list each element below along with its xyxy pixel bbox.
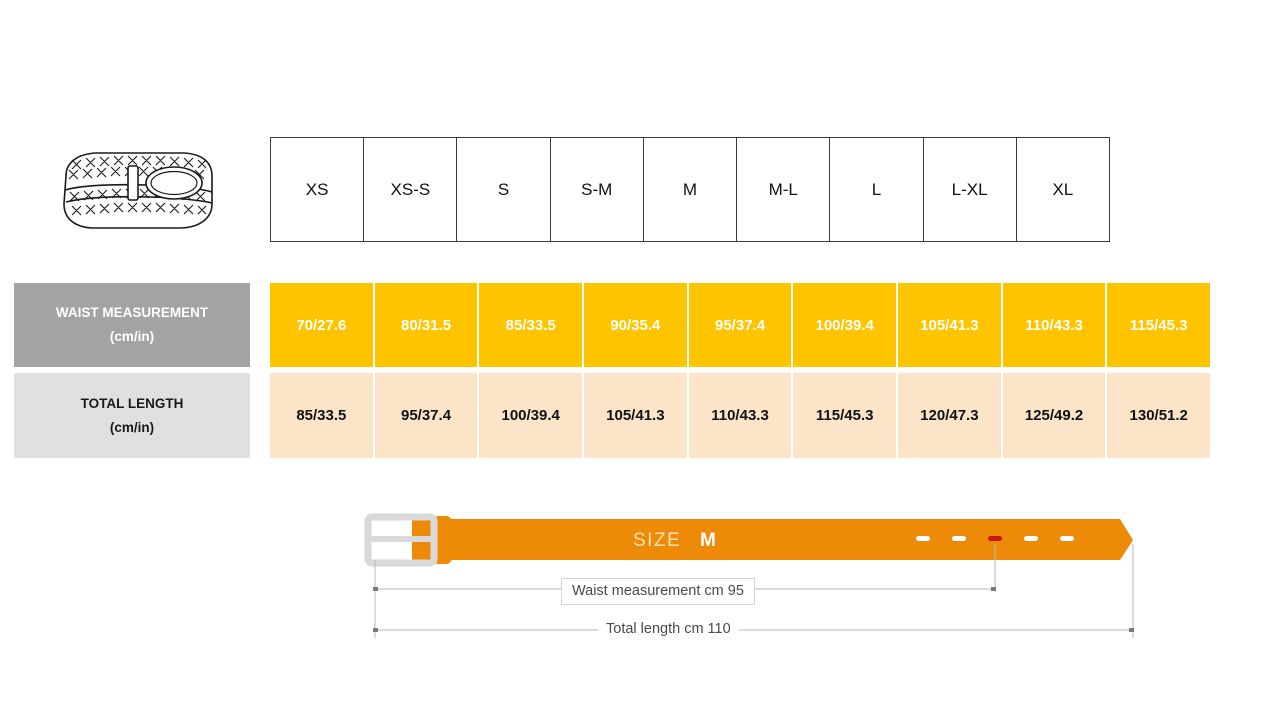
waist-value-xl: 115/45.3: [1107, 283, 1211, 367]
size-header-cell-l: L: [829, 137, 924, 242]
belt-hole-4: [1024, 536, 1038, 541]
size-header-table: XS XS-S S S-M M M-L L L-XL XL: [269, 137, 1111, 242]
length-value-l: 120/47.3: [898, 373, 1003, 458]
size-header-cell-s-m: S-M: [549, 137, 644, 242]
size-header-cell-xs: XS: [269, 137, 365, 242]
size-header-cell-xs-s: XS-S: [363, 137, 458, 242]
belt-size-value: M: [700, 530, 716, 551]
size-header-cell-m: M: [642, 137, 738, 242]
size-header-cell-l-xl: L-XL: [922, 137, 1017, 242]
total-length-arrow-left: [373, 628, 378, 632]
waist-value-s: 85/33.5: [479, 283, 585, 367]
length-value-xl: 130/51.2: [1107, 373, 1211, 458]
length-value-s-m: 105/41.3: [584, 373, 689, 458]
length-value-m-l: 115/45.3: [793, 373, 899, 458]
waist-value-xs-s: 80/31.5: [374, 283, 480, 367]
belt-hole-2: [952, 536, 966, 541]
belt-hole-1: [916, 536, 930, 541]
total-length-label-line2: (cm/in): [109, 419, 155, 435]
woven-belt-icon: [52, 140, 222, 240]
waist-dimension-arrow-left: [373, 587, 378, 591]
size-header-cell-s: S: [456, 137, 551, 242]
belt-strap: [412, 519, 1133, 560]
waist-value-s-m: 90/35.4: [584, 283, 689, 367]
size-header-cell-m-l: M-L: [736, 137, 831, 242]
belt-hole-5: [1060, 536, 1074, 541]
total-length-row: TOTAL LENGTH (cm/in) 85/33.5 95/37.4 100…: [14, 373, 1211, 458]
length-value-xs: 85/33.5: [270, 373, 375, 458]
waist-measurement-label: WAIST MEASUREMENT (cm/in): [14, 283, 250, 367]
total-length-cells: 85/33.5 95/37.4 100/39.4 105/41.3 110/43…: [270, 373, 1211, 458]
total-length-label: TOTAL LENGTH (cm/in): [14, 373, 250, 458]
waist-dimension-arrow-right: [991, 587, 996, 591]
waist-measurement-cells: 70/27.6 80/31.5 85/33.5 90/35.4 95/37.4 …: [270, 283, 1211, 367]
length-value-l-xl: 125/49.2: [1002, 373, 1108, 458]
waist-value-l-xl: 110/43.3: [1002, 283, 1108, 367]
belt-size-prefix: SIZE: [633, 530, 681, 551]
waist-measurement-row: WAIST MEASUREMENT (cm/in) 70/27.6 80/31.…: [14, 283, 1211, 367]
size-header-row: XS XS-S S S-M M M-L L L-XL XL: [269, 137, 1111, 242]
size-header-cell-xl: XL: [1015, 137, 1111, 242]
belt-hole-3-active: [988, 536, 1002, 541]
total-length-arrow-right: [1129, 628, 1134, 632]
waist-value-m: 95/37.4: [688, 283, 794, 367]
belt-buckle-prong: [368, 536, 434, 542]
belt-diagram: SIZE M: [350, 500, 1170, 655]
length-value-s: 100/39.4: [479, 373, 585, 458]
waist-value-m-l: 100/39.4: [793, 283, 899, 367]
total-length-label-line1: TOTAL LENGTH: [80, 395, 184, 411]
length-value-xs-s: 95/37.4: [374, 373, 480, 458]
waist-value-l: 105/41.3: [898, 283, 1003, 367]
waist-measurement-label-line2: (cm/in): [109, 329, 155, 344]
waist-dimension-label: Waist measurement cm 95: [561, 578, 755, 605]
waist-value-xs: 70/27.6: [270, 283, 375, 367]
total-length-dimension-label: Total length cm 110: [598, 619, 739, 639]
length-value-m: 110/43.3: [688, 373, 794, 458]
waist-measurement-label-line1: WAIST MEASUREMENT: [55, 305, 209, 321]
